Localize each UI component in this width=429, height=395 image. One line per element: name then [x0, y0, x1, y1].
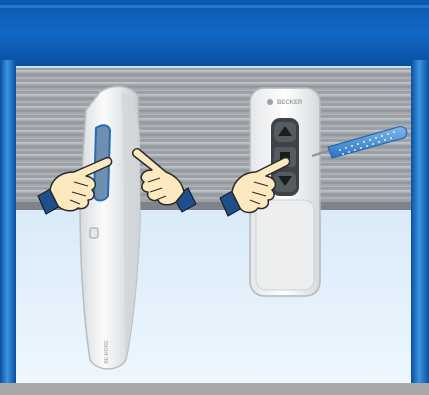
remote-up-button[interactable] [274, 122, 296, 142]
remote-left: BE MORE [80, 86, 140, 369]
bottom-shadow-bar [0, 383, 429, 395]
right-frame-post [411, 60, 429, 383]
brand-logo-icon [267, 99, 273, 105]
remote-down-button[interactable] [274, 172, 296, 192]
remote-left-side-label: BE MORE [104, 340, 110, 364]
remote-left-small-button[interactable] [90, 228, 98, 238]
remote-brand-label: BECKER [277, 100, 303, 106]
left-frame-post [0, 60, 16, 383]
header-frame [0, 0, 429, 66]
